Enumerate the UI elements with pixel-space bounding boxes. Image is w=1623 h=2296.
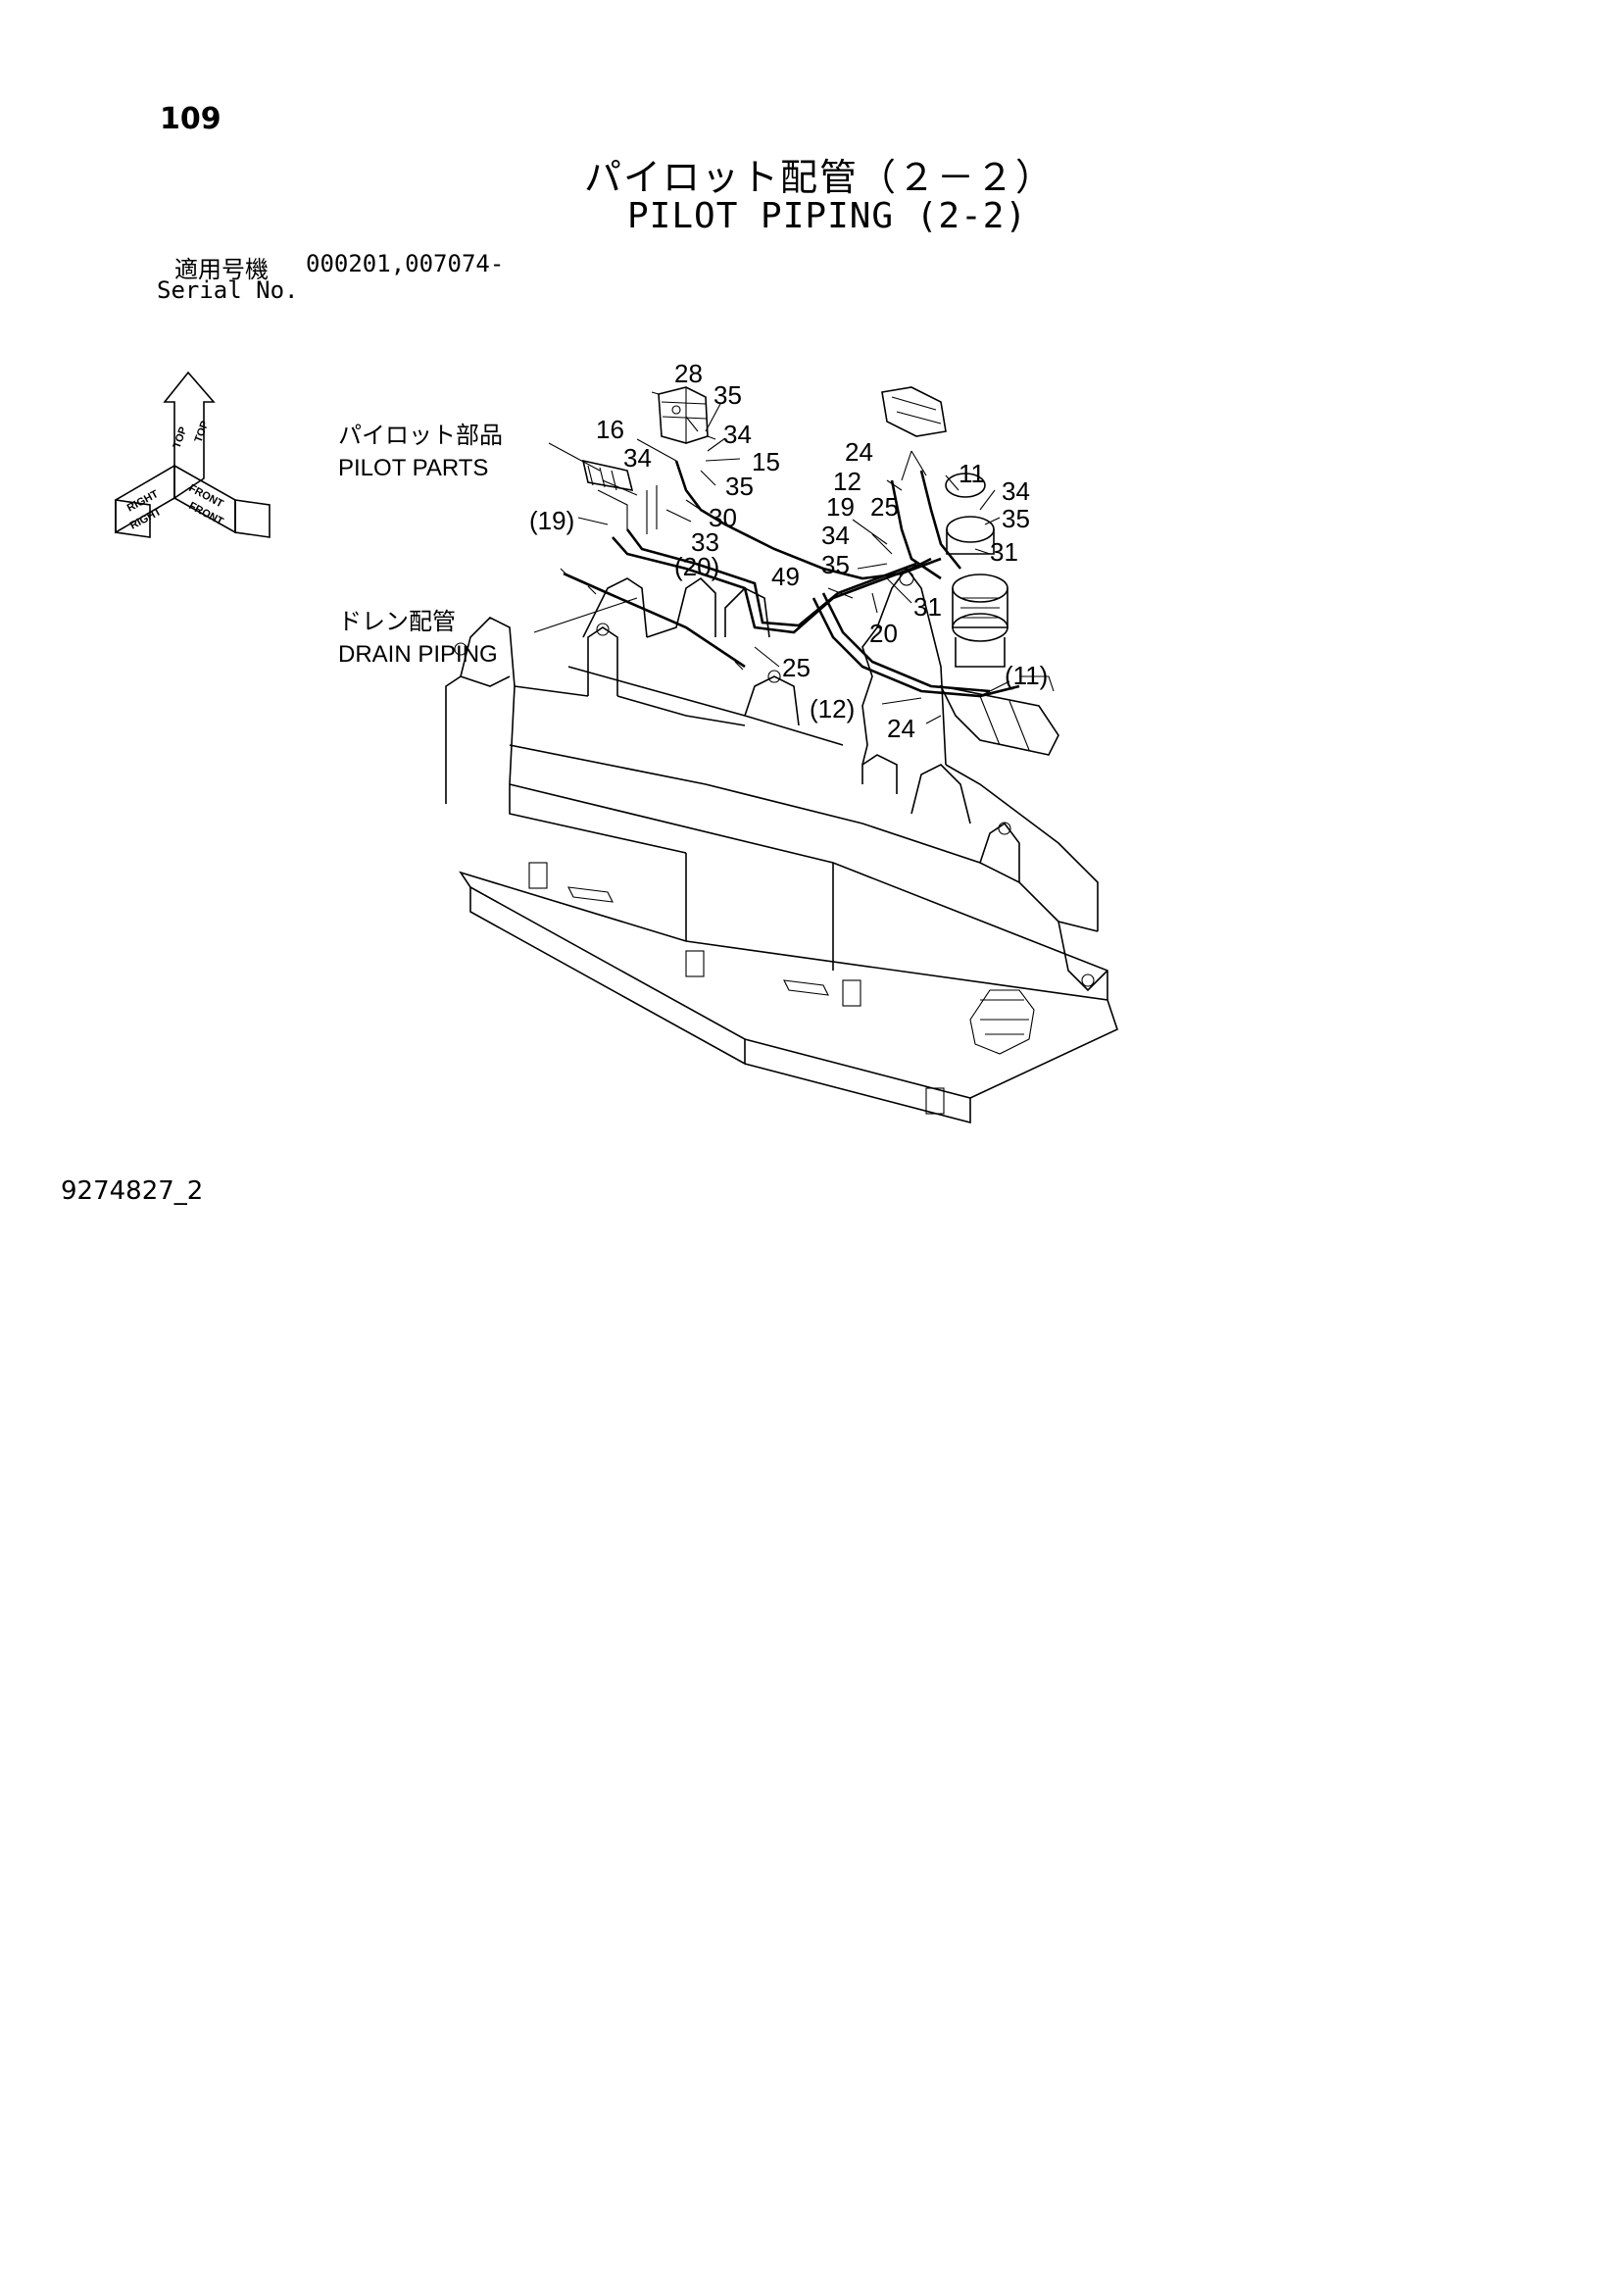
pilot-parts-illustration bbox=[581, 459, 634, 492]
part-label-34: 34 bbox=[623, 443, 652, 473]
part-label-24: 24 bbox=[845, 437, 873, 467]
pilot-hoses-illustration bbox=[597, 460, 1020, 698]
part-label-28: 28 bbox=[674, 359, 703, 388]
part-label-12: 12 bbox=[833, 467, 861, 496]
part-label-33: 33 bbox=[691, 527, 719, 557]
serial-label-japanese: 適用号機 bbox=[174, 256, 269, 283]
part-label-31: 31 bbox=[990, 537, 1018, 567]
part-label-12: (12) bbox=[810, 694, 855, 724]
part-label-11: 11 bbox=[959, 459, 985, 488]
pilot-parts-label: PILOT PARTS bbox=[338, 455, 488, 481]
serial-values: 000201,007074- bbox=[306, 250, 505, 277]
leader-lines bbox=[533, 403, 1010, 724]
part-label-20: (20) bbox=[674, 552, 719, 581]
part-label-35: 35 bbox=[821, 550, 850, 579]
part-label-49: 49 bbox=[771, 562, 800, 591]
page-title-japanese: パイロット配管（２－２） bbox=[584, 156, 1056, 199]
part-label-15: 15 bbox=[752, 447, 780, 476]
part-label-25: 25 bbox=[782, 653, 811, 682]
part-label-30: 30 bbox=[709, 503, 737, 532]
part-label-34: 34 bbox=[821, 521, 850, 550]
part-label-19: (19) bbox=[529, 506, 574, 535]
swing-motor-illustration bbox=[881, 386, 1059, 756]
part-label-35: 35 bbox=[725, 472, 754, 501]
serial-label: Serial No. bbox=[157, 276, 299, 304]
part-label-25: 25 bbox=[870, 492, 899, 522]
orientation-indicator: TOP TOP RIGHT RIGHT FRONT FRONT bbox=[115, 371, 270, 538]
part-label-11: (11) bbox=[1005, 661, 1048, 690]
part-label-34: 34 bbox=[723, 420, 752, 449]
pilot-parts-label-japanese: パイロット部品 bbox=[338, 423, 503, 449]
drawing-number: 9274827_2 bbox=[61, 1176, 204, 1206]
part-label-35: 35 bbox=[713, 380, 742, 410]
drain-piping-label: DRAIN PIPING bbox=[338, 641, 498, 668]
part-label-16: 16 bbox=[596, 415, 624, 444]
drain-piping-illustration bbox=[560, 568, 746, 671]
pilot-valve-illustration bbox=[651, 386, 716, 444]
part-label-31: 31 bbox=[913, 592, 942, 622]
part-label-35: 35 bbox=[1002, 504, 1030, 533]
part-label-19: 19 bbox=[826, 492, 855, 522]
page-title: PILOT PIPING (2-2) bbox=[627, 196, 1028, 236]
drain-piping-label-japanese: ドレン配管 bbox=[338, 609, 456, 635]
swing-frame-illustration bbox=[445, 567, 1118, 1124]
page-number: 109 bbox=[160, 102, 221, 136]
orientation-top-label-2: TOP bbox=[193, 420, 212, 444]
part-label-24: 24 bbox=[887, 714, 915, 743]
part-label-20: 20 bbox=[869, 619, 898, 648]
part-label-34: 34 bbox=[1002, 476, 1030, 506]
